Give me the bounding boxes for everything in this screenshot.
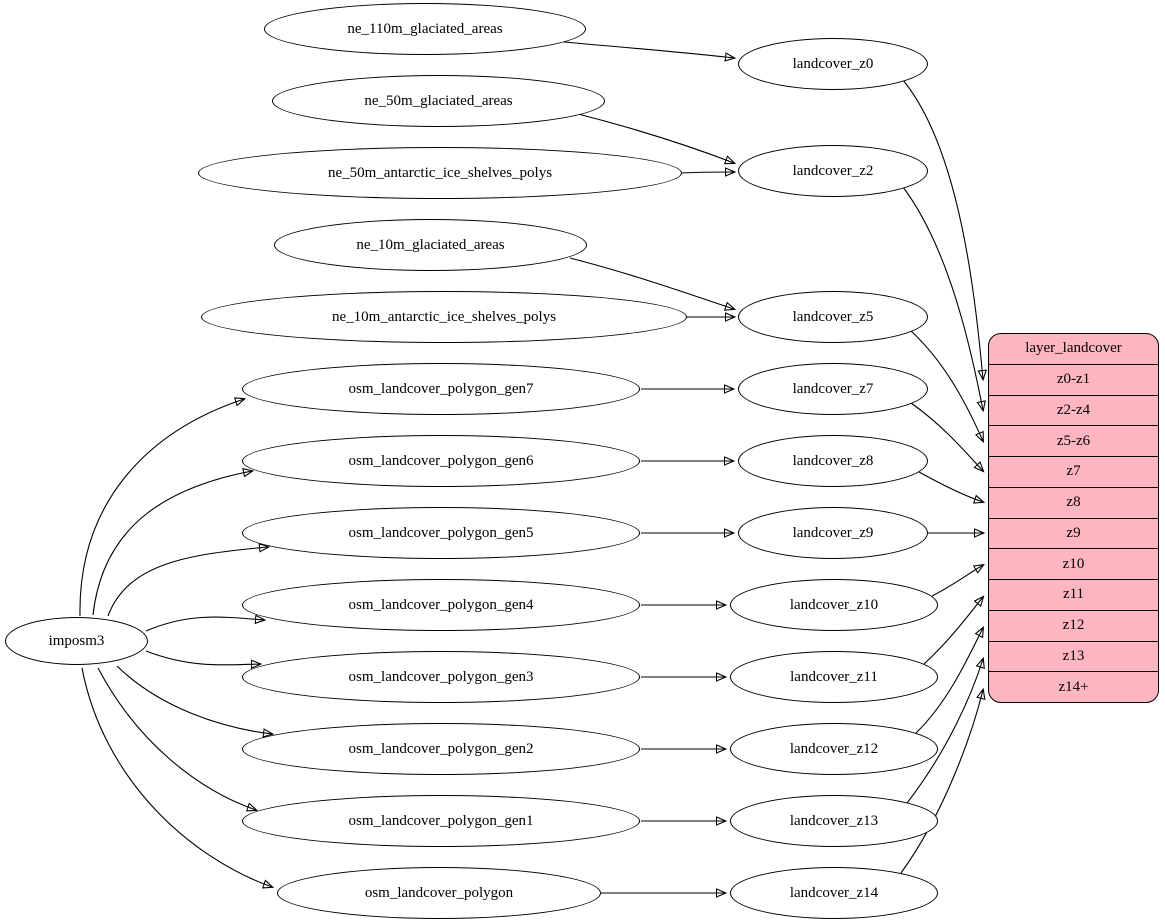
edge-z7-row (910, 402, 983, 471)
edge-imposm3-gen2 (116, 665, 272, 734)
node-landcover_z14: landcover_z14 (730, 867, 938, 919)
node-label: osm_landcover_polygon_gen7 (348, 380, 534, 397)
table-row-z8: z8 (989, 486, 1158, 518)
table-row-z0-z1: z0-z1 (989, 363, 1158, 395)
node-osm_landcover_polygon_gen3: osm_landcover_polygon_gen3 (242, 651, 640, 703)
node-label: landcover_z12 (789, 740, 879, 757)
edge-imposm3-gen7 (79, 399, 244, 617)
node-label: ne_110m_glaciated_areas (347, 20, 503, 37)
node-ne_110m_glaciated_areas: ne_110m_glaciated_areas (264, 3, 586, 55)
node-osm_landcover_polygon_gen4: osm_landcover_polygon_gen4 (242, 579, 640, 631)
node-osm_landcover_polygon: osm_landcover_polygon (277, 867, 601, 919)
node-landcover_z8: landcover_z8 (738, 435, 928, 487)
node-label: landcover_z14 (789, 884, 879, 901)
table-row-z13: z13 (989, 640, 1158, 672)
node-label: osm_landcover_polygon_gen5 (348, 524, 534, 541)
edge-z0-row (902, 79, 983, 379)
table-row-z7: z7 (989, 456, 1158, 487)
table-row-z11: z11 (989, 579, 1158, 610)
edge-z14-row (900, 690, 983, 874)
node-label: osm_landcover_polygon_gen6 (348, 452, 534, 469)
edge-z5-row (910, 330, 983, 441)
edge-imposm3-polygon (81, 667, 272, 887)
node-osm_landcover_polygon_gen5: osm_landcover_polygon_gen5 (242, 507, 640, 559)
node-label: ne_10m_antarctic_ice_shelves_polys (331, 308, 557, 325)
node-landcover_z7: landcover_z7 (738, 363, 928, 415)
node-label: landcover_z8 (792, 452, 874, 469)
node-label: landcover_z10 (789, 596, 879, 613)
edge-imposm3-gen3 (145, 650, 260, 665)
node-label: osm_landcover_polygon_gen4 (348, 596, 534, 613)
node-label: osm_landcover_polygon (364, 884, 514, 901)
node-landcover_z9: landcover_z9 (738, 507, 928, 559)
node-osm_landcover_polygon_gen6: osm_landcover_polygon_gen6 (242, 435, 640, 487)
node-ne_10m_antarctic_ice_shelves_polys: ne_10m_antarctic_ice_shelves_polys (201, 291, 687, 343)
node-label: landcover_z0 (792, 55, 874, 72)
node-label: landcover_z2 (792, 162, 874, 179)
node-label: landcover_z13 (789, 812, 879, 829)
edge-imposm3-gen1 (97, 667, 256, 810)
table-row-z9: z9 (989, 517, 1158, 549)
node-label: osm_landcover_polygon_gen1 (348, 812, 534, 829)
node-ne_50m_glaciated_areas: ne_50m_glaciated_areas (272, 75, 605, 127)
table-row-z14plus: z14+ (989, 671, 1158, 702)
node-imposm3: imposm3 (5, 617, 148, 665)
node-osm_landcover_polygon_gen1: osm_landcover_polygon_gen1 (242, 795, 640, 847)
edge-ne110m-z0 (563, 41, 734, 58)
edge-z11-row (923, 597, 983, 665)
node-ne_50m_antarctic_ice_shelves_polys: ne_50m_antarctic_ice_shelves_polys (198, 147, 682, 199)
node-landcover_z12: landcover_z12 (730, 723, 938, 775)
node-landcover_z5: landcover_z5 (738, 291, 928, 343)
node-label: landcover_z5 (792, 308, 874, 325)
node-landcover_z11: landcover_z11 (730, 651, 938, 703)
edge-imposm3-gen4 (145, 617, 264, 632)
table-row-z12: z12 (989, 609, 1158, 641)
node-landcover_z2: landcover_z2 (738, 145, 928, 197)
edge-z13-row (906, 659, 983, 804)
edge-ne50ma-z2 (681, 172, 734, 173)
node-osm_landcover_polygon_gen7: osm_landcover_polygon_gen7 (242, 363, 640, 415)
node-label: ne_50m_glaciated_areas (364, 92, 513, 109)
edge-z10-row (931, 565, 983, 597)
node-landcover_z0: landcover_z0 (738, 38, 928, 90)
edge-z2-row (902, 186, 983, 410)
edge-ne10mg-z5 (569, 257, 734, 309)
edge-imposm3-gen5 (107, 547, 268, 617)
node-label: osm_landcover_polygon_gen2 (348, 740, 534, 757)
node-label: ne_10m_glaciated_areas (356, 236, 505, 253)
table-title: layer_landcover (1025, 340, 1122, 357)
edge-imposm3-gen6 (92, 471, 252, 616)
node-ne_10m_glaciated_areas: ne_10m_glaciated_areas (274, 219, 587, 271)
node-osm_landcover_polygon_gen2: osm_landcover_polygon_gen2 (242, 723, 640, 775)
edge-z8-row (918, 471, 983, 502)
table-row-z10: z10 (989, 548, 1158, 579)
node-label: imposm3 (48, 632, 105, 649)
edge-ne50mg-z2 (577, 113, 734, 163)
node-landcover_z13: landcover_z13 (730, 795, 938, 847)
node-label: landcover_z9 (792, 524, 874, 541)
node-label: landcover_z7 (792, 380, 874, 397)
node-layer_landcover: layer_landcover z0-z1 z2-z4 z5-z6 z7 z8 … (988, 333, 1159, 703)
node-label: ne_50m_antarctic_ice_shelves_polys (327, 164, 553, 181)
node-label: osm_landcover_polygon_gen3 (348, 668, 534, 685)
table-row-z5-z6: z5-z6 (989, 425, 1158, 456)
table-row-z2-z4: z2-z4 (989, 394, 1158, 426)
edge-z12-row (915, 628, 983, 734)
node-landcover_z10: landcover_z10 (730, 579, 938, 631)
node-label: landcover_z11 (790, 668, 878, 685)
